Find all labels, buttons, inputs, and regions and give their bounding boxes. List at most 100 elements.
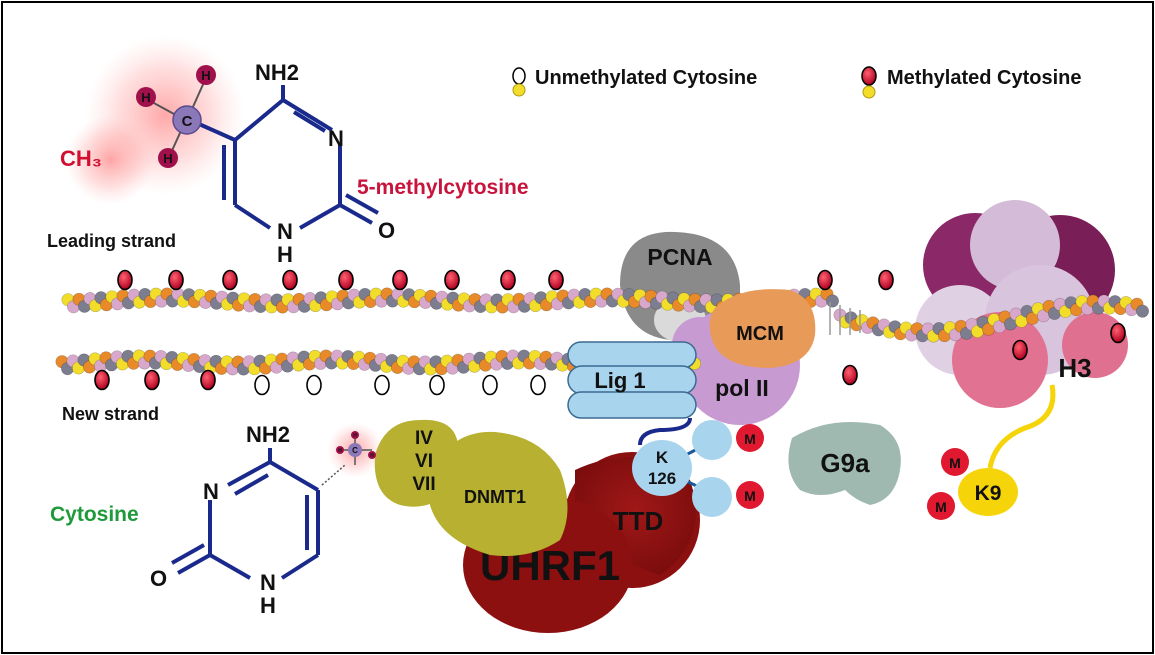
replication-fork-rungs	[829, 302, 861, 335]
hashed-bond	[321, 464, 346, 486]
methylated-cytosine-mark	[548, 269, 564, 291]
methyl-mark	[941, 448, 969, 476]
methyl-mark	[736, 481, 764, 509]
domain-vii-label: VII	[412, 474, 435, 495]
methylcytosine-ring	[189, 85, 379, 230]
methylated-cytosine-mark	[222, 269, 238, 291]
amine-label: NH2	[246, 422, 290, 447]
methylated-cytosine-mark	[842, 364, 858, 386]
hydrogen-atom	[368, 451, 376, 459]
dna-bead	[825, 294, 839, 308]
methyl-glow	[65, 115, 155, 205]
methyl-mark-label: M	[744, 488, 756, 504]
methyl-mark-label: M	[949, 455, 961, 471]
methylated-cytosine-mark	[817, 269, 833, 291]
k126-k-label: K	[656, 448, 669, 467]
methylated-cytosine-mark	[500, 269, 516, 291]
hydrogen-label: H	[370, 453, 374, 459]
k126-subunit	[692, 477, 732, 517]
lig1: Lig 1	[567, 341, 697, 419]
h3-tail-chain	[987, 384, 1056, 469]
yellow-bead-icon	[862, 85, 876, 99]
unmethylated-cytosine-mark	[374, 374, 390, 396]
cytosine-ring	[171, 448, 320, 580]
unmethylated-cytosine-mark	[530, 374, 546, 396]
nucleosome-wrapped-dna	[833, 294, 1150, 343]
lig1-label: Lig 1	[594, 368, 645, 393]
carbonyl-o-label: O	[378, 218, 395, 243]
hydrogen-atom	[136, 87, 156, 107]
yellow-bead-icon	[512, 83, 526, 97]
ch3-label: CH₃	[60, 146, 102, 171]
methylated-bead-icon	[861, 66, 877, 86]
dna-bead	[1136, 304, 1150, 318]
methylated-cytosine-mark	[94, 369, 110, 391]
carbon-atom	[348, 443, 362, 457]
methylated-cytosine-mark	[338, 269, 354, 291]
methylated-cytosine-mark	[878, 269, 894, 291]
g9a: G9a	[788, 421, 901, 505]
lig1-linker	[638, 417, 692, 446]
hydrogen-label: H	[141, 90, 150, 105]
unmethylated-bead-icon	[512, 67, 526, 85]
mcm-body	[709, 289, 816, 368]
leading-strand-label: Leading strand	[47, 231, 176, 251]
dnmt1-label: DNMT1	[464, 487, 526, 507]
g9a-body	[788, 421, 901, 505]
domain-vi-label: VI	[415, 451, 433, 472]
methyl-mark	[927, 492, 955, 520]
methyl-mark-label: M	[935, 499, 947, 515]
methylcytosine-structure: C H H H CH₃ NH2 N N H O 5-methylcytosine	[60, 35, 529, 267]
ring-nh-h-label: H	[277, 242, 293, 267]
methylcytosine-name: 5-methylcytosine	[357, 176, 529, 199]
k126-num-label: 126	[648, 469, 676, 488]
mcm: MCM	[709, 289, 816, 368]
dnmt1-body	[428, 431, 568, 556]
hydrogen-label: H	[201, 68, 210, 83]
ring-n-label: N	[203, 479, 219, 504]
pcna-label: PCNA	[647, 244, 712, 270]
h3-label: H3	[1058, 353, 1091, 383]
mcm-label: MCM	[736, 323, 784, 345]
methylated-cytosine-mark	[117, 269, 133, 291]
unmethylated-cytosine-mark	[482, 374, 498, 396]
k126-site: K 126 M M	[632, 420, 764, 517]
ring-n-label: N	[328, 126, 344, 151]
methylation-marks	[94, 269, 1126, 396]
g9a-label: G9a	[820, 448, 870, 478]
methyl-mark	[736, 424, 764, 452]
k9-label: K9	[975, 482, 1002, 505]
unmethylated-cytosine-mark	[429, 374, 445, 396]
methylated-cytosine-mark	[1110, 322, 1126, 344]
hydrogen-atom	[196, 65, 216, 85]
amine-label: NH2	[255, 60, 299, 85]
k9-residue	[958, 468, 1018, 516]
pol-ii-label: pol II	[715, 375, 769, 401]
methyl-mark-label: M	[744, 431, 756, 447]
legend-methylated: Methylated Cytosine	[861, 66, 1081, 99]
methylated-cytosine-mark	[1012, 339, 1028, 361]
hydrogen-atom	[158, 148, 178, 168]
ttd-label: TTD	[613, 506, 664, 536]
methylated-cytosine-mark	[282, 269, 298, 291]
carbon-atom	[172, 105, 202, 135]
hydrogen-atom	[336, 446, 344, 454]
ring-nh-n-label: N	[260, 570, 276, 595]
carbon-label: C	[352, 446, 358, 455]
domain-iv-label: IV	[415, 428, 433, 449]
methylated-cytosine-mark	[200, 369, 216, 391]
hydrogen-atom	[351, 431, 359, 439]
hydrogen-label: H	[353, 433, 357, 439]
carbonyl-o-label: O	[150, 566, 167, 591]
ring-nh-h-label: H	[260, 593, 276, 618]
cytosine-structure: C H H H NH2 N N H O Cytosine	[50, 422, 383, 618]
legend-unmethylated-label: Unmethylated Cytosine	[535, 67, 757, 89]
hydrogen-label: H	[163, 151, 172, 166]
lig1-segment	[567, 391, 697, 419]
hydrogen-label: H	[338, 448, 342, 454]
methylated-cytosine-mark	[392, 269, 408, 291]
methylated-cytosine-mark	[168, 269, 184, 291]
cytosine-name: Cytosine	[50, 503, 139, 526]
carbon-label: C	[182, 113, 193, 130]
